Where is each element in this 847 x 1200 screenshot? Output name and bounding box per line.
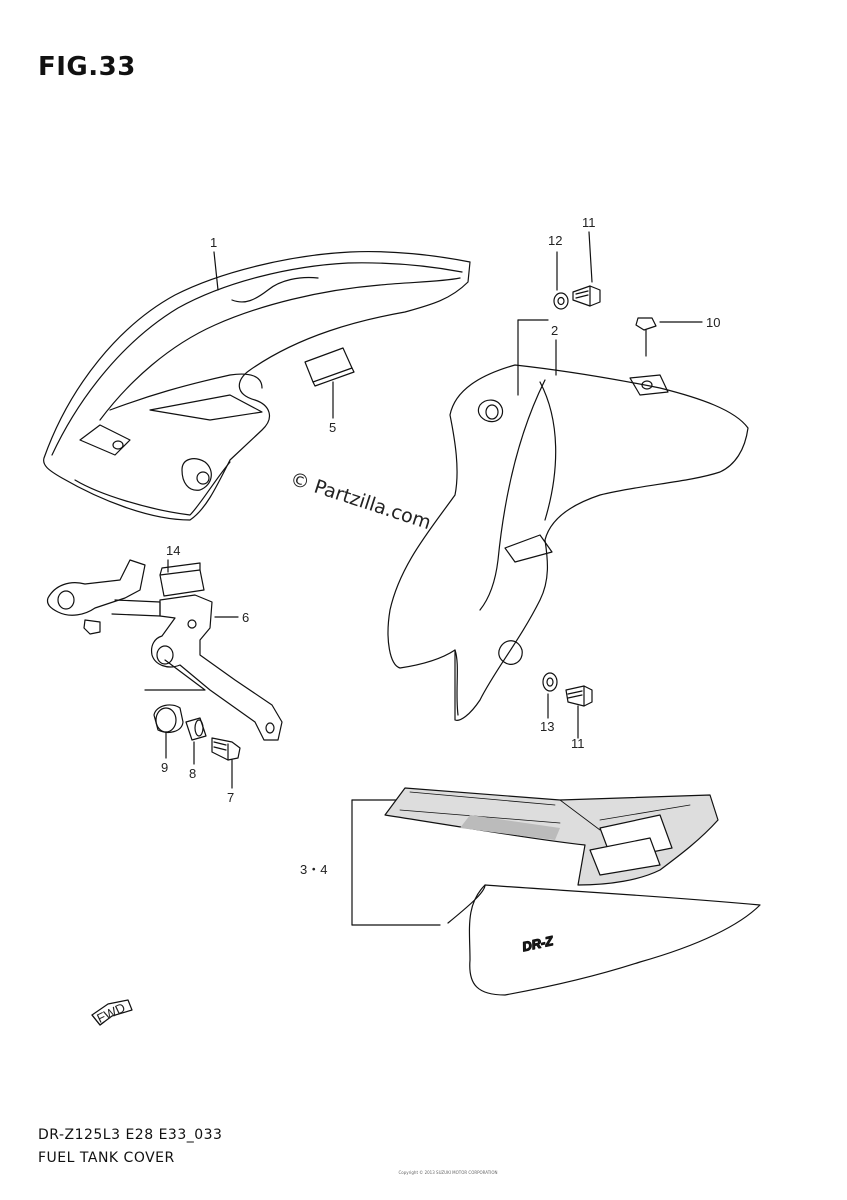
lower-bolt-part[interactable] xyxy=(565,685,593,739)
lower-washer-part[interactable] xyxy=(542,672,558,719)
decal-logo-text: DR-Z xyxy=(521,933,556,954)
section-title: FUEL TANK COVER xyxy=(38,1150,175,1166)
model-code: DR-Z125L3 E28 E33_033 xyxy=(38,1127,223,1143)
callout-2: 2 xyxy=(551,323,558,338)
upper-bolt-part[interactable] xyxy=(572,231,601,307)
grommet-part[interactable] xyxy=(553,251,569,310)
callout-5: 5 xyxy=(329,420,336,435)
callout-14: 14 xyxy=(166,543,180,558)
partzilla-watermark: © Partzilla.com xyxy=(287,468,433,534)
tank-cover-bracket-part[interactable] xyxy=(46,559,283,741)
callout-3-4: 3・4 xyxy=(300,862,327,877)
callout-11-upper: 11 xyxy=(582,215,596,230)
rubber-cushion-part[interactable] xyxy=(153,704,184,759)
bracket-bolt-part[interactable] xyxy=(211,737,241,789)
callout-10: 10 xyxy=(706,315,720,330)
push-clip-part[interactable] xyxy=(635,317,703,357)
callout-11-lower: 11 xyxy=(571,736,585,751)
callout-6: 6 xyxy=(242,610,249,625)
right-tank-cover-part[interactable] xyxy=(387,319,749,721)
callout-13: 13 xyxy=(540,719,554,734)
callout-1: 1 xyxy=(210,235,217,250)
copyright-notice: Copyright © 2013 SUZUKI MOTOR CORPORATIO… xyxy=(398,1170,498,1175)
callout-7: 7 xyxy=(227,790,234,805)
bracket-cushion-part[interactable] xyxy=(159,559,205,597)
tank-cover-decal-part[interactable]: DR-Z xyxy=(351,787,761,996)
figure-title: FIG.33 xyxy=(38,52,136,82)
callout-9: 9 xyxy=(161,760,168,775)
front-direction-arrow-icon xyxy=(91,999,133,1026)
spacer-collar-part[interactable] xyxy=(185,717,207,765)
cushion-pad-part[interactable] xyxy=(304,347,355,419)
left-tank-cover-part[interactable] xyxy=(43,250,471,521)
fwd-label: FWD xyxy=(94,1000,127,1026)
callout-8: 8 xyxy=(189,766,196,781)
callout-12: 12 xyxy=(548,233,562,248)
